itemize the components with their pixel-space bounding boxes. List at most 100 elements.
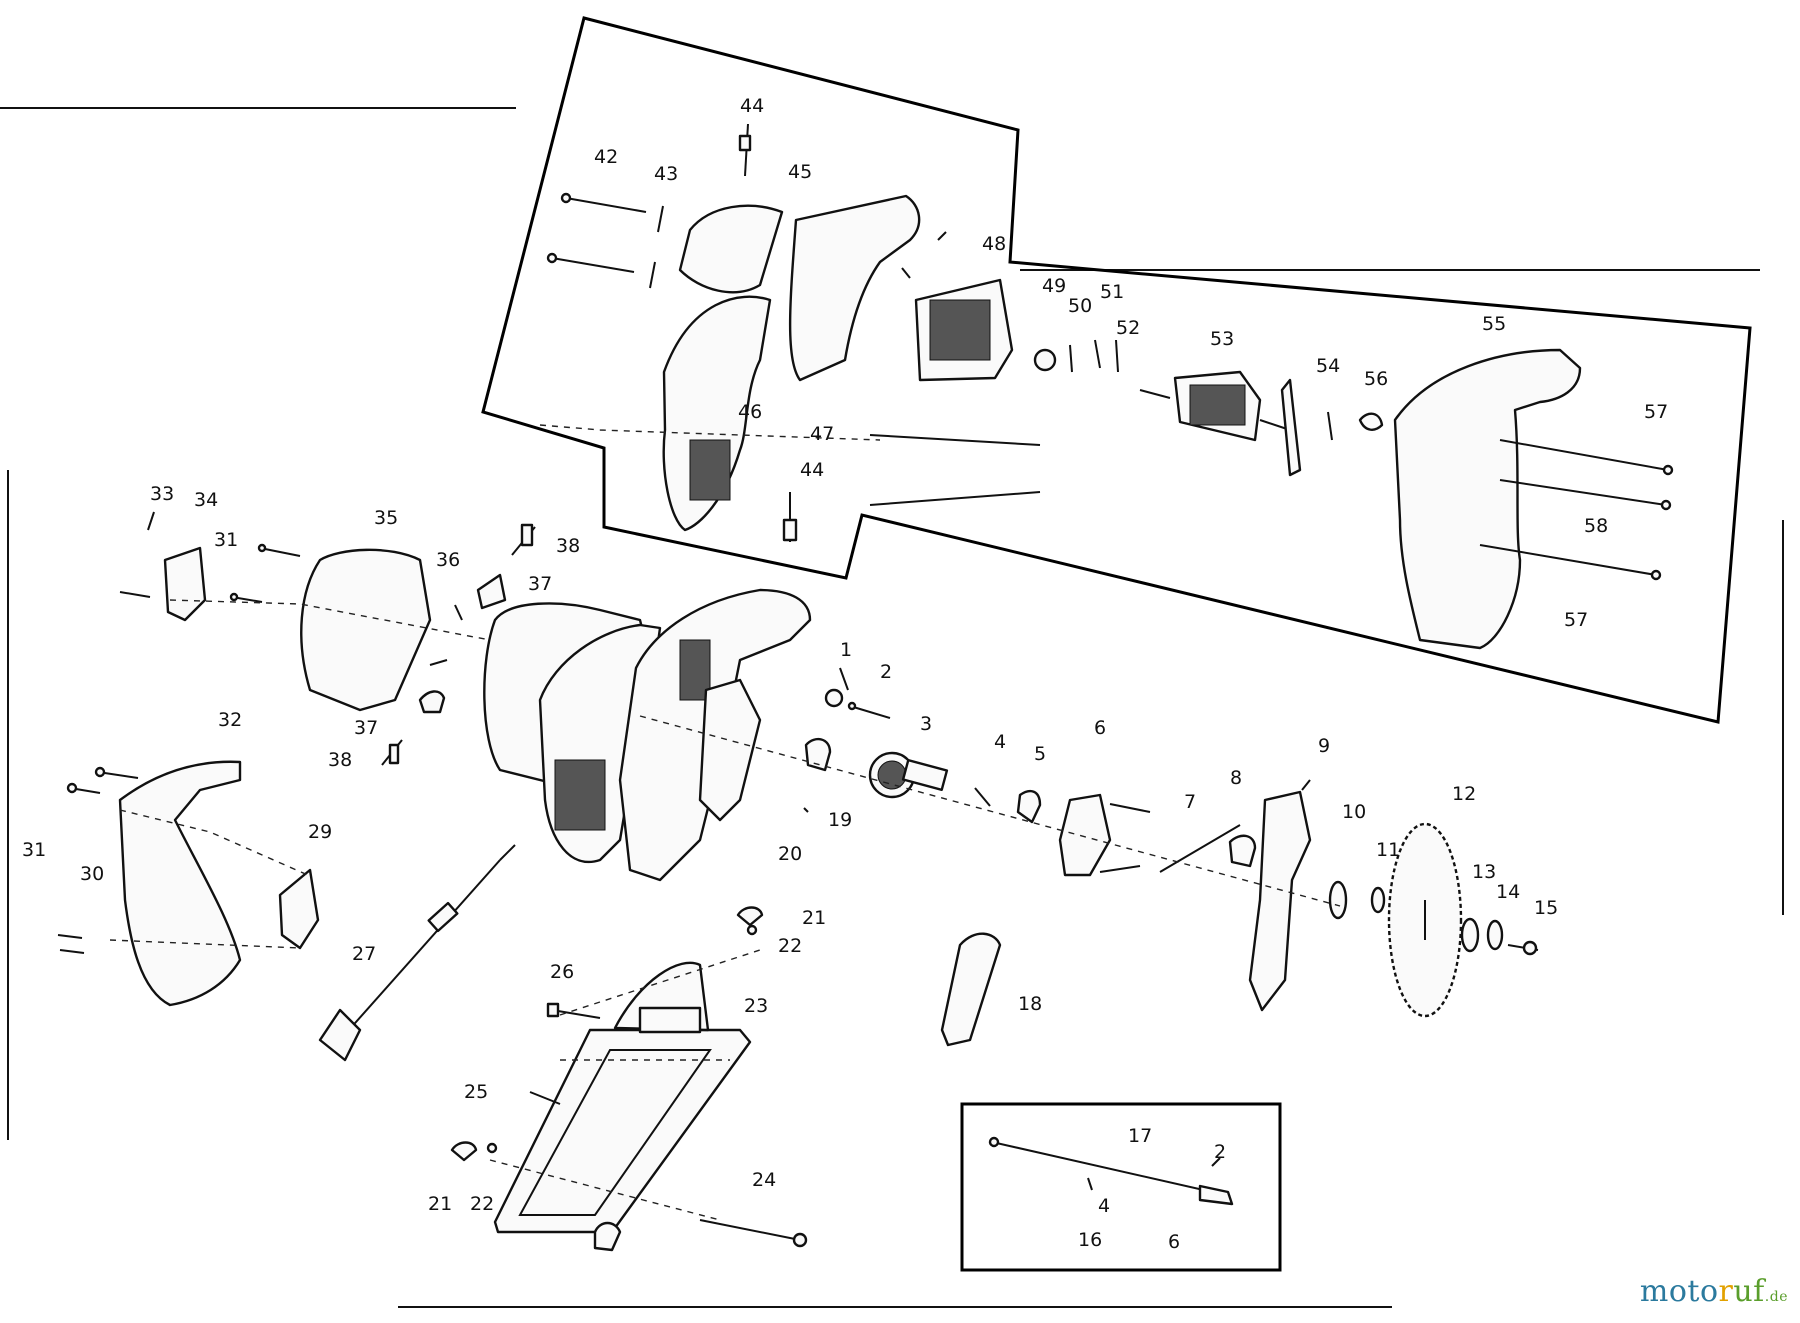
clip-4 bbox=[974, 787, 991, 807]
part-label: 51 bbox=[1100, 281, 1124, 303]
pin-20 bbox=[803, 807, 809, 813]
part-label: 30 bbox=[80, 863, 104, 885]
part-label: 25 bbox=[464, 1081, 488, 1103]
part-label: 16 bbox=[1078, 1229, 1102, 1251]
spring-36b bbox=[429, 659, 448, 666]
part-label: 5 bbox=[1034, 743, 1046, 765]
plate-34 bbox=[163, 546, 207, 622]
clip-16 bbox=[1087, 1177, 1093, 1191]
assembly-line bbox=[489, 1159, 721, 1221]
spring-36 bbox=[454, 604, 463, 621]
screw-30 bbox=[66, 782, 101, 794]
screw-57a bbox=[1499, 439, 1674, 476]
part-label: 17 bbox=[1128, 1125, 1152, 1147]
handle-grip-texture bbox=[689, 439, 731, 501]
part-label: 3 bbox=[920, 713, 932, 735]
part-label: 55 bbox=[1482, 313, 1506, 335]
pin-25 bbox=[529, 1091, 561, 1105]
part-label: 31 bbox=[22, 839, 46, 861]
field-coil-windings bbox=[929, 299, 991, 361]
screw-7b bbox=[1099, 865, 1141, 873]
part-label: 12 bbox=[1452, 783, 1476, 805]
handle-body-grip bbox=[554, 759, 606, 831]
screw-58 bbox=[1499, 479, 1672, 511]
brush-48 bbox=[937, 231, 947, 241]
watermark-text: .de bbox=[1764, 1289, 1788, 1305]
screw-38a bbox=[511, 523, 536, 556]
watermark-text: moto bbox=[1639, 1274, 1719, 1309]
cord-27 bbox=[318, 844, 516, 1062]
part-label: 38 bbox=[328, 749, 352, 771]
washer-51 bbox=[1094, 339, 1101, 369]
part-label: 57 bbox=[1644, 401, 1668, 423]
armature-53 bbox=[1139, 370, 1291, 442]
part-label: 10 bbox=[1342, 801, 1366, 823]
gear-3 bbox=[868, 751, 949, 799]
wrench-18 bbox=[940, 932, 1002, 1047]
leader-47a bbox=[869, 434, 1041, 446]
part-label: 18 bbox=[1018, 993, 1042, 1015]
part-label: 37 bbox=[528, 573, 552, 595]
field-housing-45 bbox=[788, 194, 921, 382]
screw-7a bbox=[1109, 803, 1151, 813]
part-label: 23 bbox=[744, 995, 768, 1017]
part-label: 44 bbox=[800, 459, 824, 481]
washer-52 bbox=[1115, 339, 1119, 373]
screw-57b bbox=[1479, 544, 1662, 581]
part-label: 21 bbox=[802, 907, 826, 929]
brush-holder-cover bbox=[678, 204, 784, 294]
brush-spring-48 bbox=[901, 267, 911, 279]
part-label: 24 bbox=[752, 1169, 776, 1191]
part-label: 21 bbox=[428, 1193, 452, 1215]
clip-8 bbox=[1228, 834, 1257, 868]
thumb-screw-21b bbox=[450, 1141, 478, 1162]
part-label: 57 bbox=[1564, 609, 1588, 631]
watermark-text: uf bbox=[1733, 1274, 1765, 1309]
washer-10 bbox=[1328, 880, 1348, 920]
lever-37b bbox=[418, 690, 446, 714]
saw-blade-12 bbox=[1387, 822, 1463, 1018]
part-label: 42 bbox=[594, 146, 618, 168]
base-plate-23 bbox=[493, 961, 752, 1252]
part-label: 43 bbox=[654, 163, 678, 185]
part-label: 33 bbox=[150, 483, 174, 505]
part-label: 13 bbox=[1472, 861, 1496, 883]
spring-8 bbox=[1159, 824, 1241, 873]
watermark-text: r bbox=[1718, 1274, 1734, 1309]
leader-47b bbox=[869, 491, 1041, 506]
part-label: 6 bbox=[1168, 1231, 1180, 1253]
screw-31d bbox=[94, 766, 139, 779]
spring-16 bbox=[1211, 1157, 1221, 1167]
guard-window bbox=[679, 639, 711, 701]
pin-1 bbox=[839, 667, 849, 691]
part-label: 22 bbox=[778, 935, 802, 957]
washer-43 bbox=[657, 205, 664, 233]
screw-42a bbox=[560, 192, 647, 213]
flange-13 bbox=[1460, 917, 1480, 953]
part-label: 48 bbox=[982, 233, 1006, 255]
part-label: 38 bbox=[556, 535, 580, 557]
part-label: 32 bbox=[218, 709, 242, 731]
screw-31f bbox=[59, 949, 85, 954]
lock-shaft-17 bbox=[988, 1136, 1234, 1206]
part-label: 45 bbox=[788, 161, 812, 183]
part-label: 46 bbox=[738, 401, 762, 423]
part-label: 14 bbox=[1496, 881, 1520, 903]
part-label: 4 bbox=[994, 731, 1006, 753]
part-label: 47 bbox=[810, 423, 834, 445]
screw-42b bbox=[546, 252, 635, 273]
motor-assembly-frame bbox=[481, 16, 1752, 724]
thumb-screw-21a bbox=[736, 906, 764, 927]
part-label: 22 bbox=[470, 1193, 494, 1215]
screw-31e bbox=[57, 934, 83, 939]
screw-38b bbox=[381, 739, 403, 766]
washer-1 bbox=[824, 688, 844, 708]
pin-9 bbox=[1301, 779, 1311, 791]
bolt-15 bbox=[1507, 940, 1539, 956]
screw-26 bbox=[546, 1002, 601, 1019]
gear-housing-6 bbox=[1058, 793, 1112, 877]
gear-housing bbox=[698, 678, 762, 822]
part-label: 44 bbox=[740, 95, 764, 117]
part-label: 19 bbox=[828, 809, 852, 831]
